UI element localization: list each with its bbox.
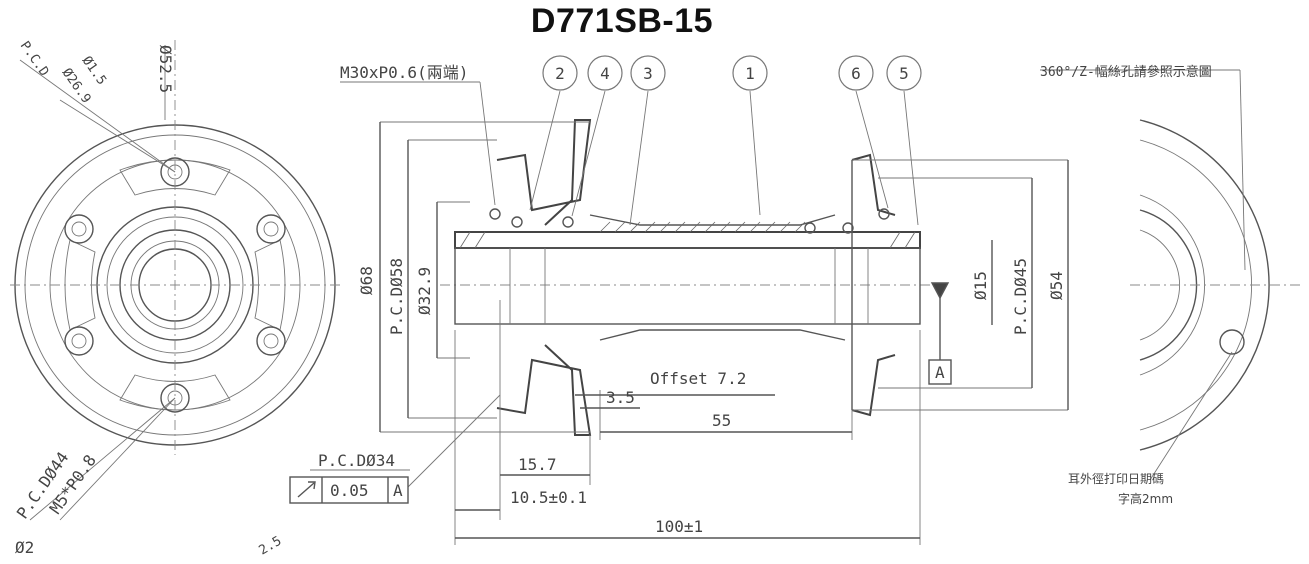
dim-pcd58: P.C.DØ58 bbox=[387, 258, 406, 335]
tolerance-datum: A bbox=[393, 481, 403, 500]
svg-text:4: 4 bbox=[600, 64, 610, 83]
dim-pcd34: P.C.DØ34 bbox=[318, 451, 395, 470]
dim-35: 3.5 bbox=[606, 388, 635, 407]
balloon-5: 5 bbox=[886, 55, 922, 91]
marking-note-1: 耳外徑打印日期碼 bbox=[1068, 472, 1164, 486]
svg-text:3: 3 bbox=[643, 64, 653, 83]
drawing-title: D771SB-15 bbox=[530, 2, 714, 40]
hub-section-view bbox=[310, 81, 1069, 545]
dim-d68: Ø68 bbox=[357, 266, 376, 295]
tolerance-frame bbox=[289, 476, 409, 504]
note-360: 360°/Z-幅絲孔請參照示意圖 bbox=[1040, 64, 1212, 80]
right-end-view bbox=[1040, 69, 1300, 481]
dim-55: 55 bbox=[712, 411, 731, 430]
dim-d329: Ø32.9 bbox=[415, 267, 434, 315]
dim-offset: Offset 7.2 bbox=[650, 369, 746, 388]
svg-text:2: 2 bbox=[555, 64, 565, 83]
dim-100: 100±1 bbox=[655, 517, 703, 536]
datum-label: A bbox=[935, 363, 945, 382]
note-thread: M30xP0.6(兩端) bbox=[340, 63, 468, 82]
balloon-3: 3 bbox=[630, 55, 666, 91]
svg-text:5: 5 bbox=[899, 64, 909, 83]
balloon-1: 1 bbox=[732, 55, 768, 91]
dim-d15: Ø15 bbox=[971, 271, 990, 300]
tolerance-value: 0.05 bbox=[330, 481, 369, 500]
balloon-6: 6 bbox=[838, 55, 874, 91]
dim-d54: Ø54 bbox=[1047, 271, 1066, 300]
dim-left-d525: Ø52.5 bbox=[156, 45, 175, 93]
balloon-4: 4 bbox=[587, 55, 623, 91]
svg-text:1: 1 bbox=[745, 64, 755, 83]
left-end-view bbox=[10, 40, 340, 521]
dim-105: 10.5±0.1 bbox=[510, 488, 587, 507]
balloon-2: 2 bbox=[542, 55, 578, 91]
dim-left-pcd-top: P.C.D bbox=[17, 39, 52, 80]
dim-bottom-left-1: Ø2 bbox=[15, 538, 34, 557]
dim-157: 15.7 bbox=[518, 455, 557, 474]
dim-bottom-left-2: 2.5 bbox=[257, 534, 285, 559]
dim-pcd45: P.C.DØ45 bbox=[1011, 258, 1030, 335]
marking-note-2: 字高2mm bbox=[1118, 491, 1173, 506]
svg-text:6: 6 bbox=[851, 64, 861, 83]
